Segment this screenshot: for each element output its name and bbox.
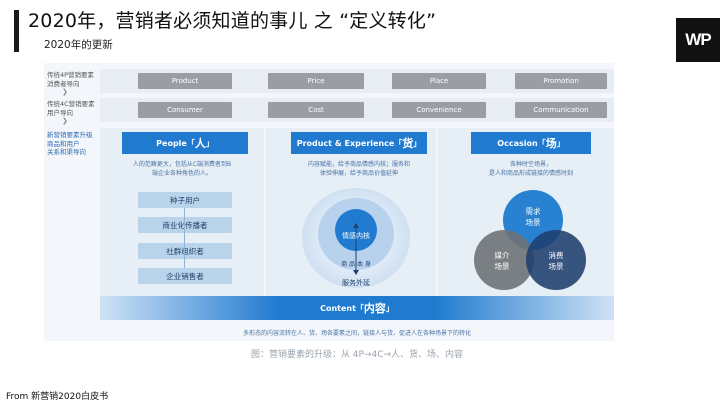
people-item-community-organizers: 社群组织者 [138,243,232,259]
product-header: Product & Experience「货」 [291,132,427,154]
content-bar: Content「内容」 [100,296,614,320]
box-communication: Communication [515,102,607,118]
content-label-end: 」 [385,303,394,313]
page-title: 2020年，营销者必须知道的事儿 之 “定义转化” [28,10,437,32]
occasion-header-cn: 场 [545,137,557,150]
content-label-cn: 内容 [363,302,386,315]
arrow-down-icon [353,270,359,275]
people-item-enterprise-sellers: 企业销售者 [138,268,232,284]
row-new-label: 新营销要素升级 商品和用户 关系和渠导向 [47,131,93,157]
arrow-up-icon [353,223,359,228]
product-header-en: Product & Experience「 [296,138,403,148]
occasion-desc-line1: 各种时空场景， [509,161,552,168]
row-new-label-line3: 关系和渠导向 [47,148,86,156]
product-description: 内容赋能，给予商品情感内核；服务和 体验伸展，给予商品价值延伸 [284,160,434,178]
people-desc-line2: 端企业各种角色的人。 [151,170,212,177]
product-concentric-diagram [302,188,410,288]
consumption-scene-line2: 场景 [548,262,564,271]
people-header: People「人」 [122,132,248,154]
row-new-label-line1: 新营销要素升级 [47,131,93,139]
consumption-scene-line1: 消费 [548,251,564,260]
people-header-en: People「 [156,138,195,148]
consumption-scene-label: 消费 场景 [536,250,576,272]
people-header-end: 」 [205,138,214,148]
product-inner-label: 情感内核 [342,232,370,240]
content-description: 多形态的内容流转在人、货、场各要素之间，链接人与货、促进人在各种场景下的转化 [242,330,471,337]
product-header-cn: 货 [402,137,414,150]
title-accent-bar [14,10,19,52]
people-desc-line1: 人的范畴更大，包括从C端消费者到B [132,161,232,168]
demand-scene-line2: 场景 [525,218,541,227]
people-item-commercial-spreaders: 商业化传播者 [138,217,232,233]
product-outer-label: 服务外延 [342,279,370,287]
people-connector-line [184,208,185,268]
box-product: Product [138,73,232,89]
box-convenience: Convenience [392,102,486,118]
occasion-venn-diagram [474,190,586,290]
consumption-scene-circle [526,230,586,290]
people-item-seed-users: 种子用户 [138,192,232,208]
row-4p-label-line1: 传统4P营销要素 [47,71,95,79]
occasion-header: Occasion「场」 [471,132,591,154]
occasion-description: 各种时空场景， 是人和商品形成链接的情感时刻 [456,160,606,178]
row-4p-label-line2: 消费者导向 [47,79,80,88]
product-desc-line2: 体验伸展，给予商品价值延伸 [319,170,398,177]
box-place: Place [392,73,486,89]
row-4c-label-line2: 用户导向 [47,108,73,117]
occasion-header-end: 」 [556,138,565,148]
media-scene-line1: 媒介 [494,251,510,260]
product-header-end: 」 [413,138,422,148]
source-footer: From 新营销2020白皮书 [6,392,109,402]
figure-caption: 图：营销要素的升级：从 4P→4C→人、货、场、内容 [250,350,464,360]
row-4c-label: 传统4C营销要素 用户导向 [47,100,95,117]
media-scene-label: 媒介 场景 [482,250,522,272]
row-4p-label: 传统4P营销要素 消费者导向 [47,71,94,88]
media-scene-circle [474,230,534,290]
people-description: 人的范畴更大，包括从C端消费者到B 端企业各种角色的人。 [108,160,256,178]
row-4c-label-line1: 传统4C营销要素 [47,100,95,108]
wp-logo: WP [676,18,720,62]
demand-scene-line1: 需求 [525,207,541,216]
page-subtitle: 2020年的更新 [44,39,113,51]
chevron-down-icon: ❯ [62,88,68,96]
product-mid-label: 商 品 本 身 [341,261,371,268]
box-promotion: Promotion [515,73,607,89]
content-label-en: Content「 [320,303,364,313]
box-consumer: Consumer [138,102,232,118]
media-scene-line2: 场景 [494,262,510,271]
people-header-cn: 人 [194,137,206,150]
row-new-label-line2: 商品和用户 [47,139,80,148]
occasion-header-en: Occasion「 [497,138,546,148]
demand-scene-label: 需求 场景 [513,206,553,228]
occasion-desc-line2: 是人和商品形成链接的情感时刻 [488,170,573,177]
product-desc-line1: 内容赋能，给予商品情感内核；服务和 [307,161,410,168]
chevron-down-icon: ❯ [62,117,68,125]
box-price: Price [268,73,364,89]
box-cost: Cost [268,102,364,118]
